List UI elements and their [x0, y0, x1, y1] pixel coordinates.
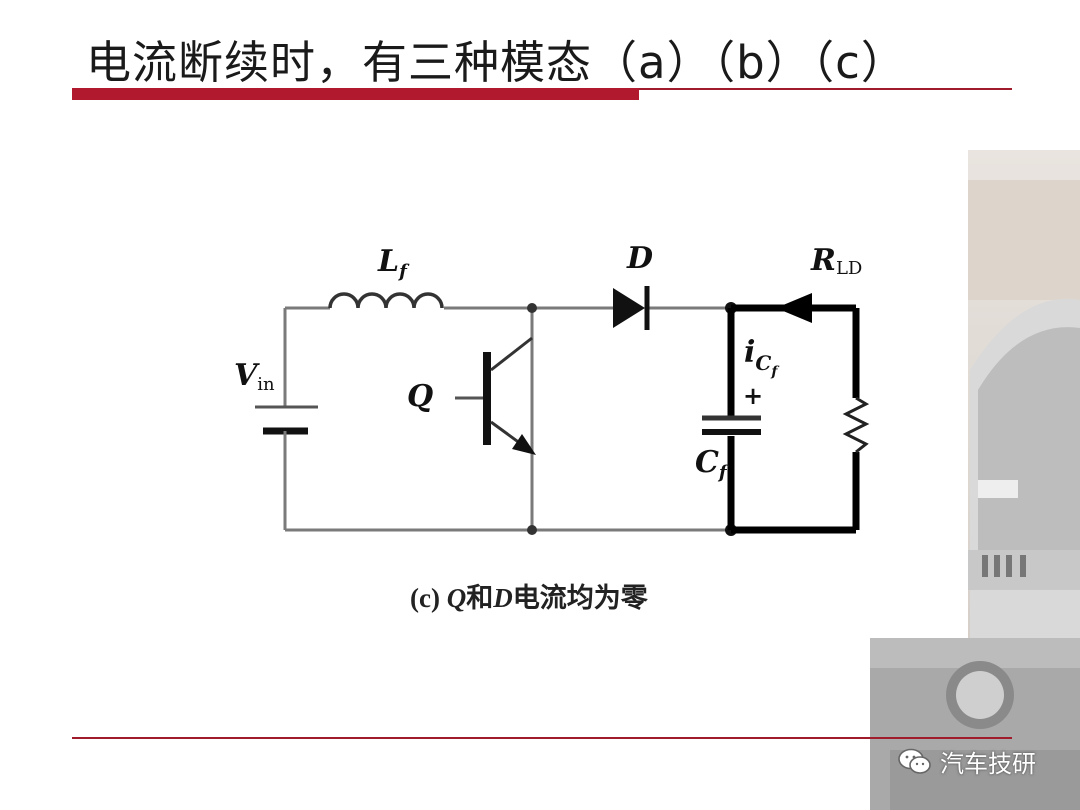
current-arrow-icon: [776, 293, 812, 323]
capacitor-current-label: iCf: [744, 335, 780, 380]
circuit-wires: [283, 306, 730, 532]
footer-divider: [72, 737, 1012, 739]
diagram-caption: (c) Q和D电流均为零: [410, 583, 648, 613]
wechat-icon: [898, 748, 931, 774]
watermark: 汽车技研: [898, 744, 1036, 779]
title-divider-thick: [72, 88, 639, 100]
inductor-label: Lf: [377, 244, 410, 282]
slide-title: 电流断续时，有三种模态（a）（b）（c）: [86, 36, 907, 89]
voltage-source-symbol: [255, 405, 318, 455]
load-label: RLD: [810, 243, 862, 279]
capacitor-label: Cf: [695, 445, 730, 483]
source-label: Vin: [234, 358, 275, 395]
watermark-text: 汽车技研: [940, 750, 1036, 778]
inductor-symbol: [328, 292, 444, 309]
transistor-symbol: [455, 336, 536, 455]
background-car-photo: [870, 150, 1080, 810]
capacitor-symbol: [702, 415, 761, 435]
resistor-symbol: [842, 396, 870, 454]
diode-symbol: [613, 286, 650, 330]
transistor-label: Q: [407, 379, 433, 414]
active-current-loop: [727, 304, 860, 534]
diode-label: D: [626, 241, 653, 276]
capacitor-plus-label: +: [743, 381, 763, 410]
